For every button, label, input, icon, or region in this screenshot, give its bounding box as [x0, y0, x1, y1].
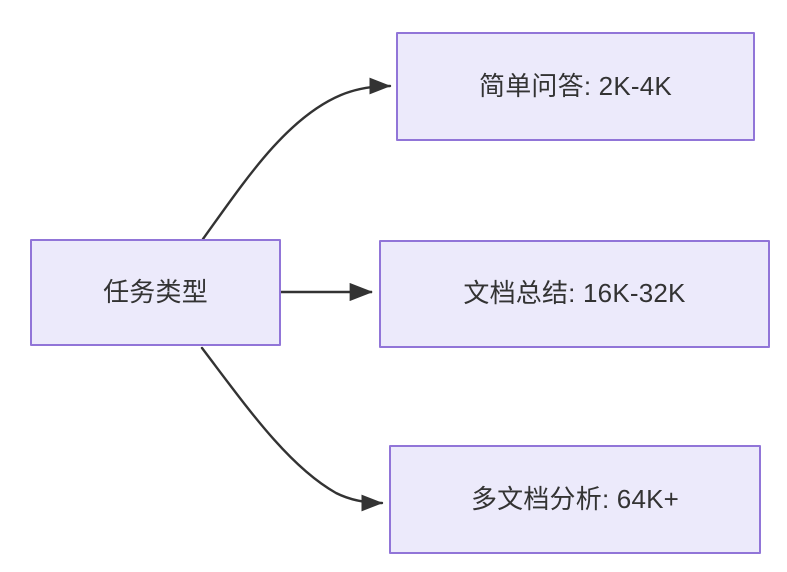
node-task-type[interactable]: 任务类型 — [30, 239, 281, 346]
node-multi-document-analysis[interactable]: 多文档分析: 64K+ — [389, 445, 761, 554]
node-label-task-type: 任务类型 — [103, 276, 208, 307]
node-label-multi-document-analysis: 多文档分析: 64K+ — [470, 483, 680, 514]
node-simple-qa[interactable]: 简单问答: 2K-4K — [396, 32, 755, 141]
node-document-summary[interactable]: 文档总结: 16K-32K — [379, 240, 770, 348]
node-label-simple-qa: 简单问答: 2K-4K — [479, 70, 672, 101]
node-label-document-summary: 文档总结: 16K-32K — [463, 278, 686, 309]
edge-source-to-simple — [201, 77, 392, 241]
edge-source-to-multidoc — [200, 346, 384, 512]
